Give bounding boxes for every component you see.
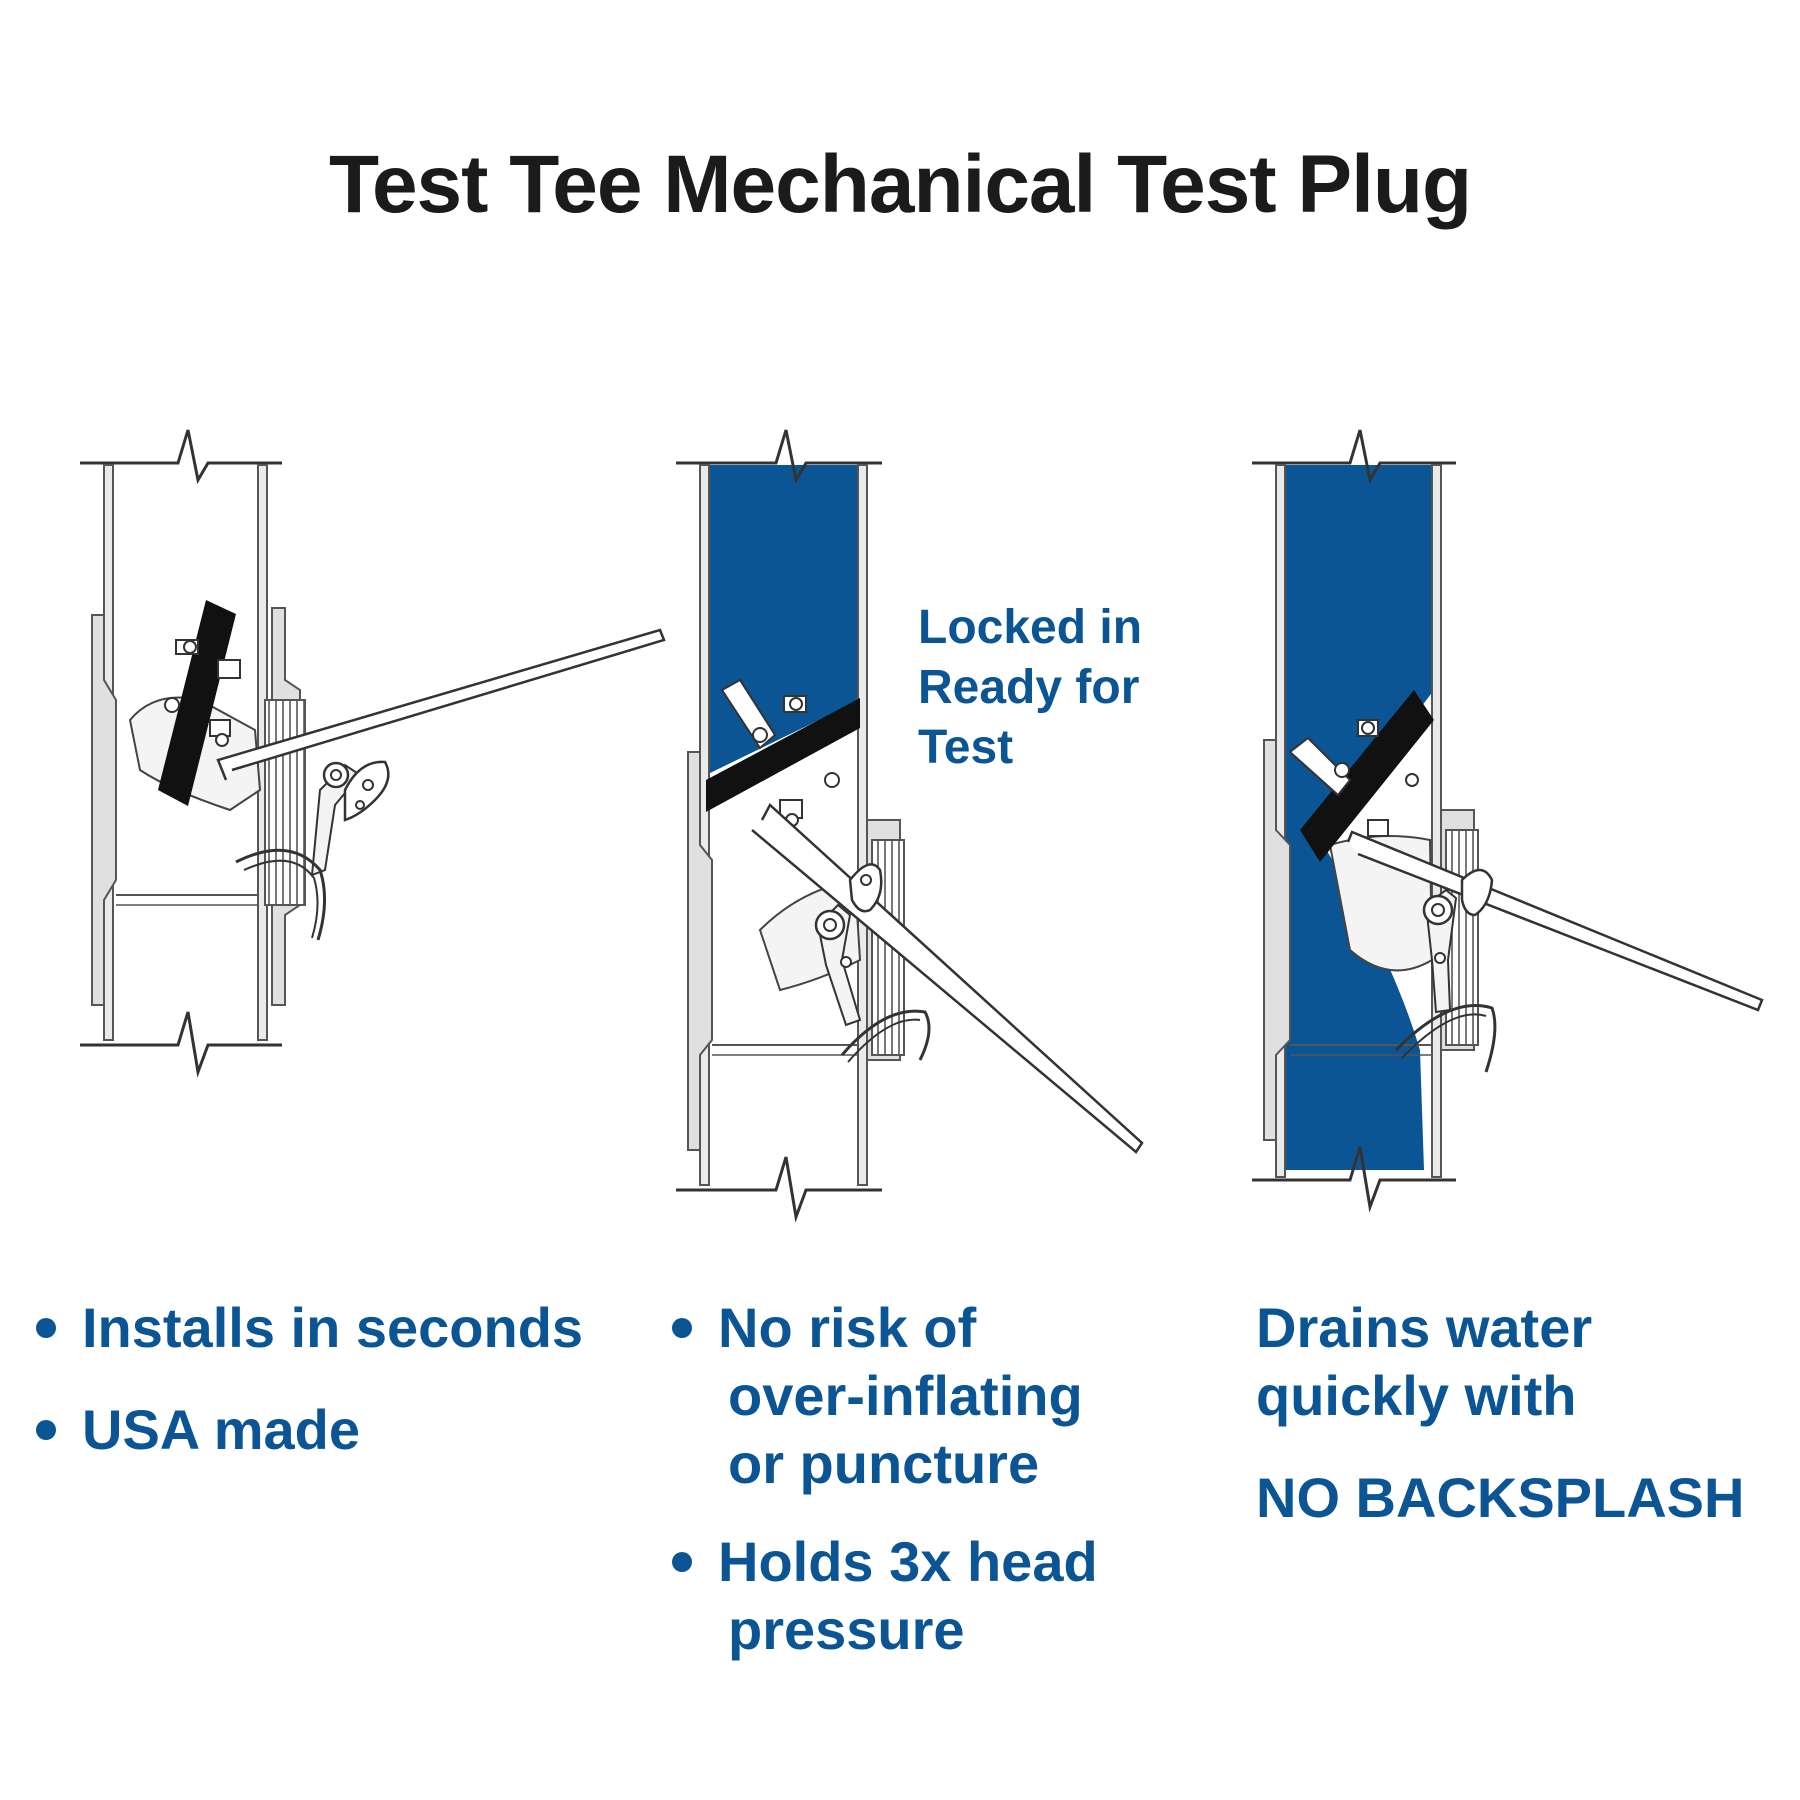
threaded-outlet bbox=[264, 699, 306, 906]
feature-text-draining: Drains water quickly with NO BACKSPLASH bbox=[1256, 1294, 1744, 1532]
pipe-break-bottom bbox=[676, 1156, 882, 1223]
bullet-item: No risk of over-inflating or puncture bbox=[672, 1294, 1098, 1498]
pipe-break-top bbox=[80, 429, 282, 485]
page-title: Test Tee Mechanical Test Plug bbox=[328, 139, 1472, 230]
locked-caption-line: Ready for bbox=[918, 661, 1140, 714]
drain-text: quickly with bbox=[1256, 1364, 1577, 1427]
rubber-seal bbox=[706, 698, 860, 812]
pipe-break-bottom bbox=[1252, 1146, 1456, 1213]
rubber-seal bbox=[158, 600, 236, 806]
plug-handle-rod bbox=[1346, 830, 1764, 1012]
bullet-text: or puncture bbox=[728, 1432, 1040, 1495]
bullet-dot-icon bbox=[36, 1420, 56, 1440]
panel-locked bbox=[676, 429, 1144, 1223]
bullet-text: Installs in seconds bbox=[82, 1296, 584, 1359]
spring-arm bbox=[1394, 1004, 1497, 1073]
locked-caption: Locked in Ready for Test bbox=[918, 598, 1142, 778]
rubber-seal bbox=[1300, 690, 1434, 862]
panel-draining bbox=[1252, 429, 1764, 1213]
bullet-item: Holds 3x head pressure bbox=[672, 1528, 1098, 1664]
drain-text: Drains water bbox=[1256, 1296, 1593, 1359]
pipe-break-top bbox=[676, 429, 882, 485]
bullet-item: USA made bbox=[36, 1396, 583, 1464]
cam-clip bbox=[848, 863, 883, 913]
plug-cone bbox=[1288, 736, 1352, 797]
panel-installing bbox=[80, 429, 666, 1078]
cam-clip bbox=[1460, 868, 1494, 917]
plug-handle-rod bbox=[751, 802, 1144, 1154]
locked-caption-line: Test bbox=[918, 721, 1014, 774]
bullet-item: Installs in seconds bbox=[36, 1294, 583, 1362]
pipe-wall-right bbox=[857, 464, 868, 1186]
pipe-wall-left bbox=[699, 464, 710, 1186]
feature-list-locked: No risk of over-inflating or puncture Ho… bbox=[672, 1294, 1098, 1694]
bullet-text: over-inflating bbox=[728, 1364, 1083, 1427]
pipe-wall-left bbox=[1275, 464, 1286, 1178]
tee-fitting bbox=[91, 614, 117, 1006]
bullet-text: No risk of bbox=[718, 1296, 977, 1359]
no-backsplash-text: NO BACKSPLASH bbox=[1256, 1466, 1745, 1529]
feature-list-installing: Installs in seconds USA made bbox=[36, 1294, 583, 1498]
bullet-dot-icon bbox=[36, 1318, 56, 1338]
pipe-break-top bbox=[1252, 429, 1456, 485]
tee-fitting bbox=[1263, 739, 1291, 1141]
bullet-text: Holds 3x head bbox=[718, 1530, 1098, 1593]
bullet-dot-icon bbox=[672, 1552, 692, 1572]
spring-arm bbox=[235, 848, 327, 941]
locked-caption-line: Locked in bbox=[918, 601, 1143, 654]
bullet-dot-icon bbox=[672, 1318, 692, 1338]
tee-fitting bbox=[687, 751, 713, 1151]
bullet-text: USA made bbox=[82, 1398, 361, 1461]
spring-arm bbox=[840, 1009, 931, 1061]
bullet-text: pressure bbox=[728, 1598, 965, 1661]
pipe-break-bottom bbox=[80, 1011, 282, 1078]
water-fill bbox=[1282, 465, 1434, 1170]
plug-handle-rod bbox=[216, 628, 666, 781]
pipe-wall-right bbox=[1431, 464, 1442, 1178]
